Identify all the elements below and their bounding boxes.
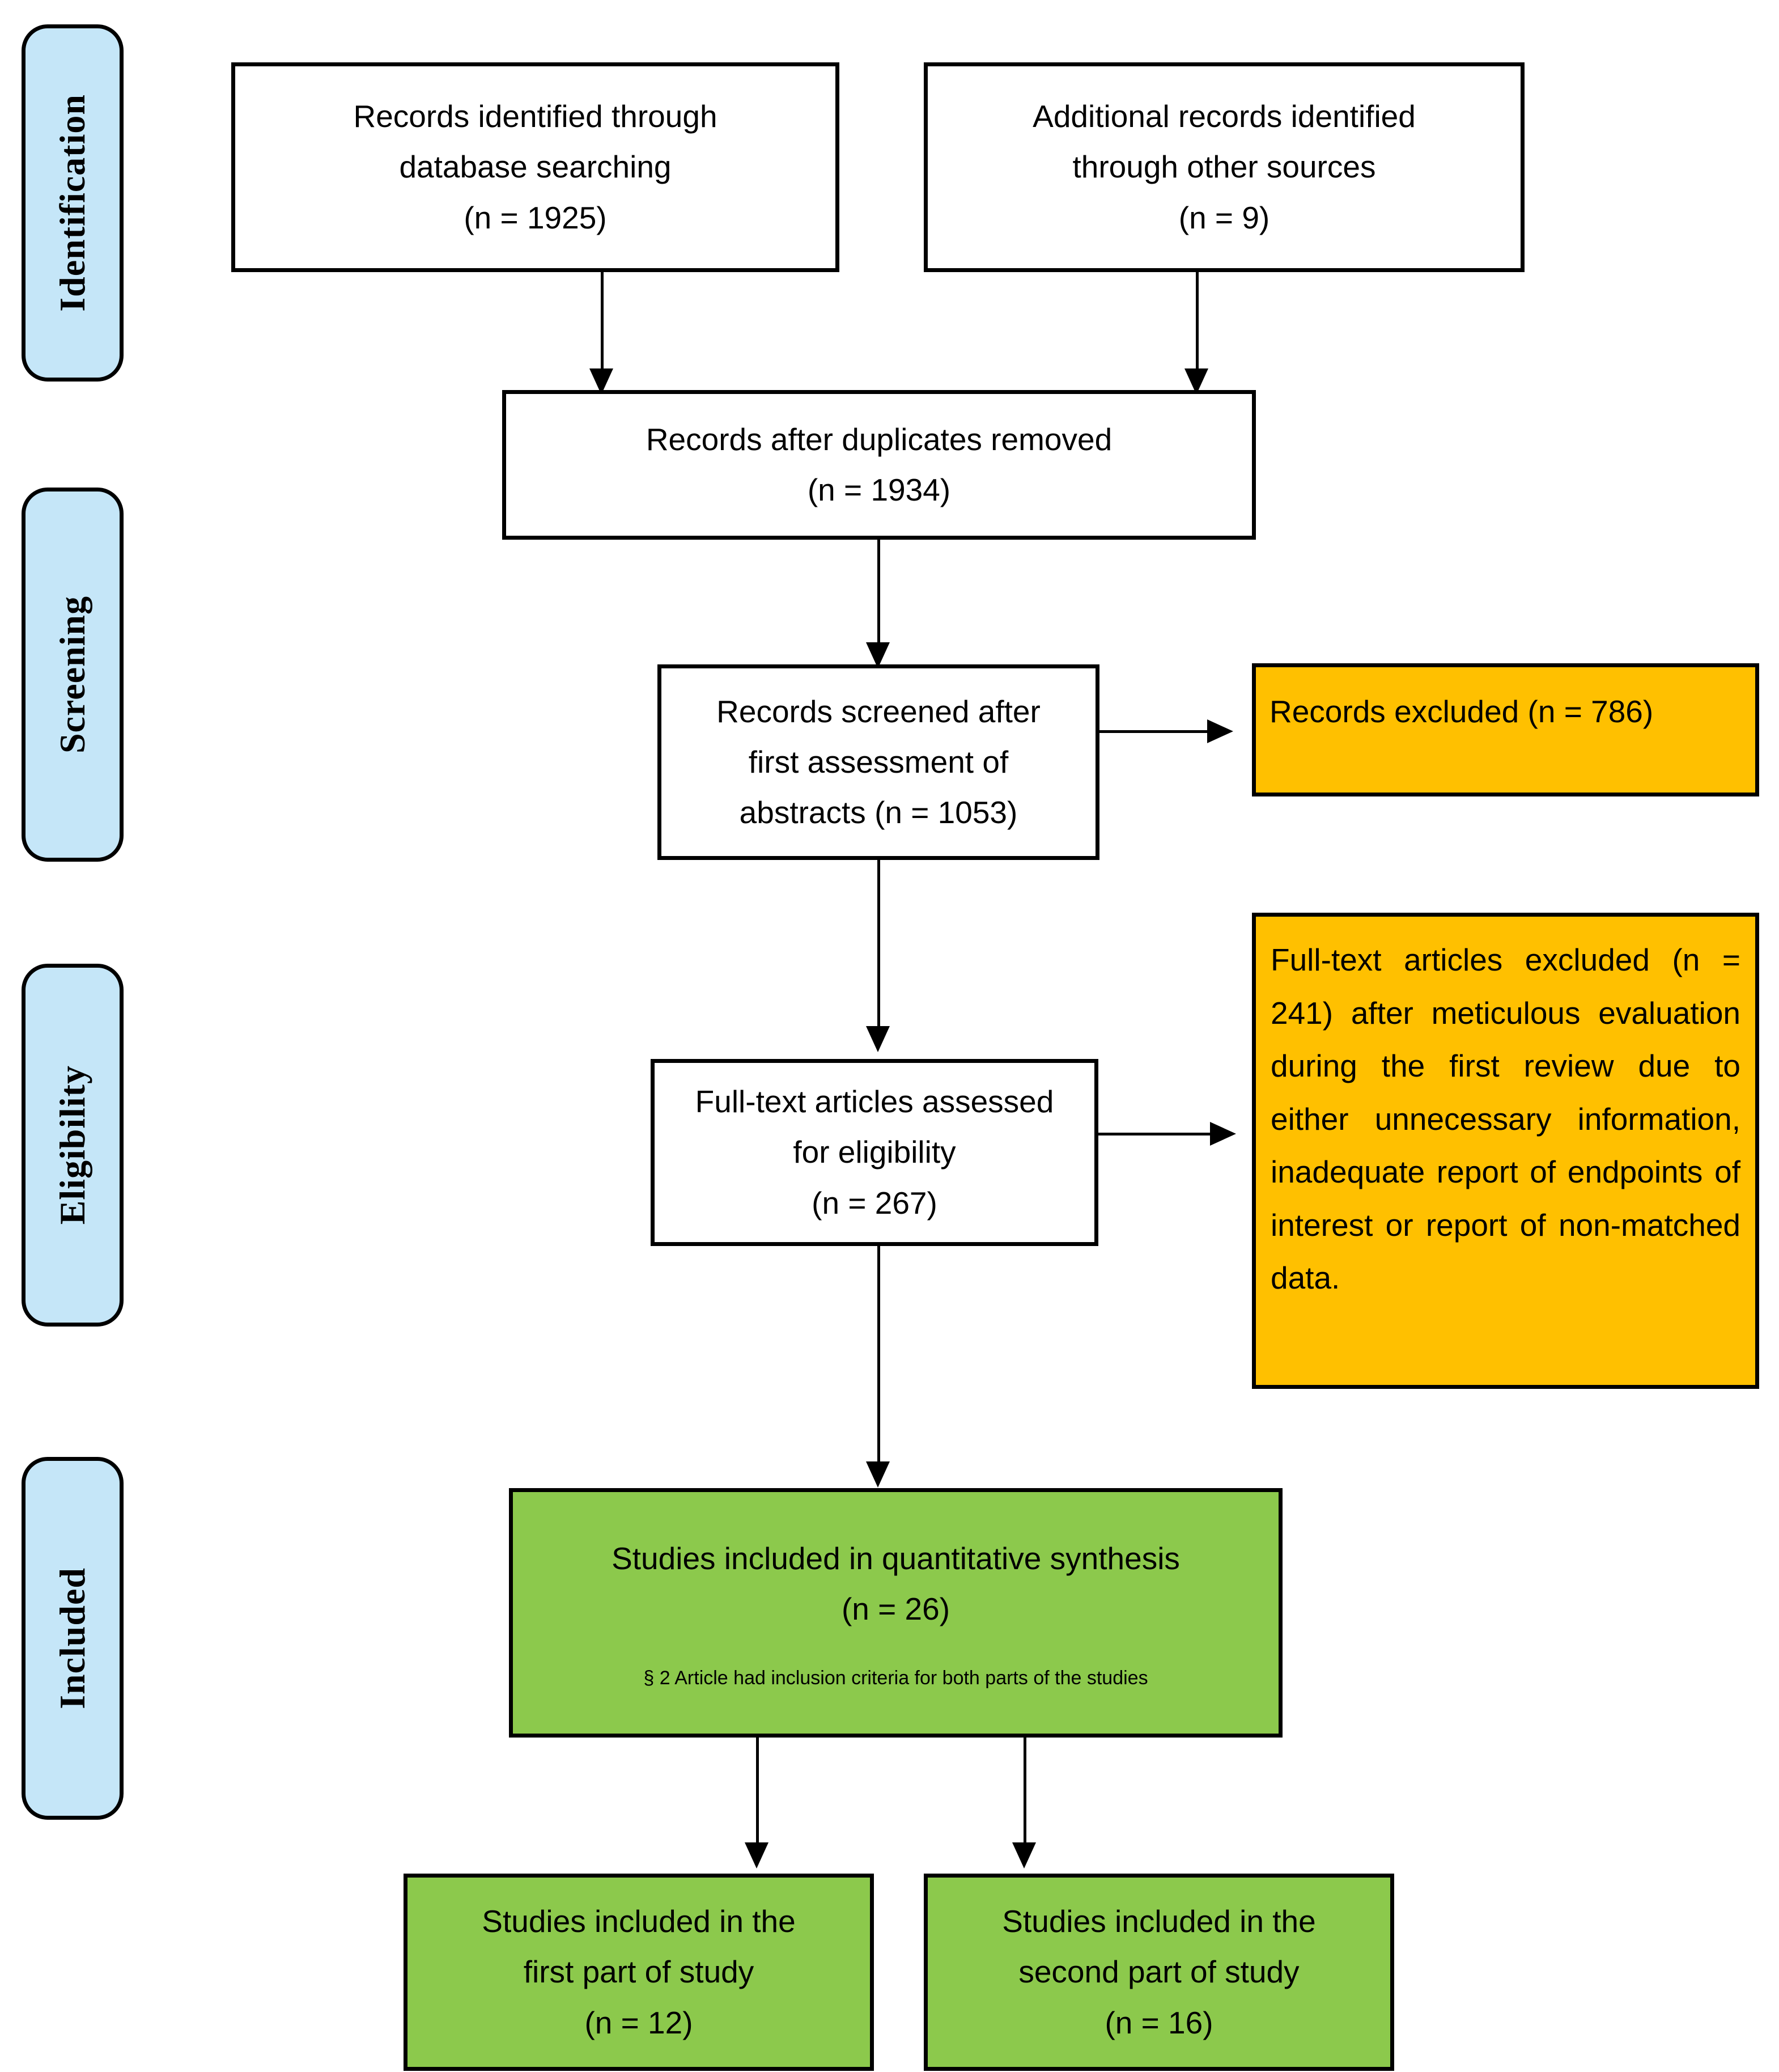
- box-additional-records-other-sources-line1: Additional records identified: [1033, 99, 1416, 134]
- connector-screened-to-fulltext-arrowhead: [866, 1026, 890, 1052]
- box-records-screened-line3: abstracts (n = 1053): [739, 795, 1018, 831]
- box-fulltext-assessed: Full-text articles assessed for eligibil…: [651, 1059, 1098, 1246]
- box-second-part-of-study-line3: (n = 16): [1105, 2005, 1213, 2040]
- box-first-part-of-study-line1: Studies included in the: [482, 1904, 796, 1939]
- stage-label-screening: Screening: [22, 488, 124, 862]
- box-fulltext-excluded-paragraph: Full-text articles excluded (n = 241) af…: [1271, 942, 1740, 1295]
- box-first-part-of-study: Studies included in the first part of st…: [404, 1874, 874, 2071]
- box-second-part-of-study-line1: Studies included in the: [1002, 1904, 1316, 1939]
- connector-synthesis-to-second-arrowhead: [1012, 1842, 1036, 1868]
- box-second-part-of-study: Studies included in the second part of s…: [924, 1874, 1394, 2071]
- box-first-part-of-study-line3: (n = 12): [584, 2005, 693, 2040]
- connector-other-to-duplicates-line: [1196, 272, 1199, 380]
- connector-synthesis-to-first-arrowhead: [745, 1842, 769, 1868]
- box-records-screened-line2: first assessment of: [748, 744, 1009, 779]
- box-fulltext-assessed-line1: Full-text articles assessed: [695, 1084, 1054, 1120]
- stage-label-included-text: Included: [52, 1567, 92, 1709]
- connector-duplicates-to-screened-line: [877, 540, 880, 653]
- box-records-identified-database-line1: Records identified through: [353, 99, 717, 134]
- connector-screened-to-excluded-line: [1099, 730, 1216, 733]
- connector-fulltext-to-excluded-line: [1098, 1133, 1218, 1135]
- box-records-screened: Records screened after first assessment …: [657, 664, 1099, 860]
- stage-label-screening-text: Screening: [52, 595, 92, 754]
- connector-screened-to-excluded-arrowhead: [1207, 719, 1233, 743]
- box-records-identified-database-line2: database searching: [399, 149, 672, 185]
- box-quantitative-synthesis-line1: Studies included in quantitative synthes…: [612, 1541, 1180, 1577]
- stage-label-eligibility: Eligibility: [22, 964, 124, 1327]
- connector-synthesis-to-first-line: [756, 1738, 759, 1854]
- box-records-identified-database-line3: (n = 1925): [464, 200, 607, 235]
- box-records-identified-database: Records identified through database sear…: [231, 62, 839, 272]
- box-records-excluded-line1: Records excluded (n = 786): [1269, 694, 1654, 729]
- box-fulltext-assessed-line2: for eligibility: [793, 1134, 956, 1170]
- connector-db-to-duplicates-line: [601, 272, 604, 380]
- box-quantitative-synthesis: Studies included in quantitative synthes…: [509, 1488, 1283, 1738]
- box-additional-records-other-sources-line2: through other sources: [1072, 149, 1376, 185]
- connector-fulltext-to-synthesis-line: [877, 1246, 880, 1470]
- box-records-excluded: Records excluded (n = 786): [1252, 663, 1759, 796]
- connector-fulltext-to-synthesis-arrowhead: [866, 1461, 890, 1488]
- box-records-after-duplicates: Records after duplicates removed (n = 19…: [502, 390, 1256, 540]
- box-quantitative-synthesis-line2: (n = 26): [841, 1591, 950, 1627]
- box-fulltext-assessed-line3: (n = 267): [812, 1185, 937, 1221]
- connector-synthesis-to-second-line: [1024, 1738, 1026, 1854]
- connector-duplicates-to-screened-arrowhead: [866, 642, 890, 668]
- box-fulltext-excluded: Full-text articles excluded (n = 241) af…: [1252, 913, 1759, 1389]
- stage-label-included: Included: [22, 1457, 124, 1820]
- box-additional-records-other-sources: Additional records identified through ot…: [924, 62, 1525, 272]
- stage-label-identification-text: Identification: [52, 94, 92, 312]
- stage-label-identification: Identification: [22, 24, 124, 382]
- stage-label-eligibility-text: Eligibility: [52, 1065, 92, 1225]
- box-quantitative-synthesis-footnote: § 2 Article had inclusion criteria for b…: [643, 1667, 1148, 1689]
- box-records-after-duplicates-line2: (n = 1934): [807, 472, 951, 507]
- box-records-screened-line1: Records screened after: [716, 693, 1041, 729]
- box-second-part-of-study-line2: second part of study: [1018, 1954, 1300, 1990]
- connector-fulltext-to-excluded-arrowhead: [1210, 1122, 1236, 1146]
- connector-screened-to-fulltext-line: [877, 860, 880, 1036]
- box-records-after-duplicates-line1: Records after duplicates removed: [646, 421, 1113, 457]
- box-first-part-of-study-line2: first part of study: [523, 1954, 754, 1990]
- box-additional-records-other-sources-line3: (n = 9): [1178, 200, 1270, 235]
